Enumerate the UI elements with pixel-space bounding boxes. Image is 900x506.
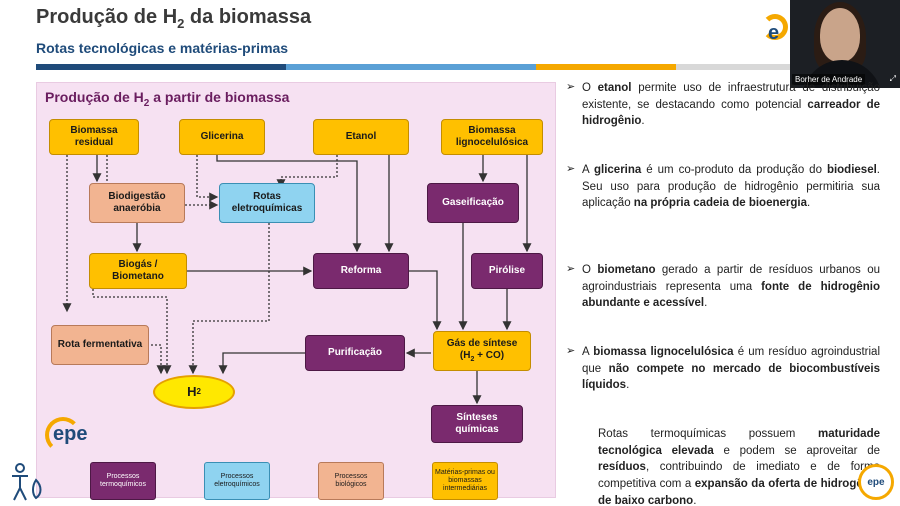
bullet-biomassa-lignocelulosica: ➢ A biomassa lignocelulósica é um resídu… <box>566 344 880 394</box>
node-biodigestao-anaerobia: Biodigestão anaeróbia <box>89 183 185 223</box>
node-biomassa-lignocelulosica: Biomassa lignocelulósica <box>441 119 543 155</box>
page-subtitle: Rotas tecnológicas e matérias-primas <box>36 40 289 56</box>
arrow-bullet-icon: ➢ <box>566 81 576 93</box>
arrow-glicerina-reforma <box>216 155 362 253</box>
bullet-etanol: ➢ O etanol permite uso de infraestrutura… <box>566 80 880 130</box>
node-pirolise: Pirólise <box>471 253 543 289</box>
node-gaseificacao: Gaseificação <box>427 183 519 223</box>
legend-termoquimicos: Processos termoquímicos <box>90 462 156 500</box>
epe-corner-logo: epe <box>858 464 894 500</box>
diagram-title: Produção de H2 a partir de biomassa <box>45 89 290 109</box>
legend-biologicos: Processos biológicos <box>318 462 384 500</box>
node-reforma: Reforma <box>313 253 409 289</box>
arrow-glicerina-rotas <box>196 155 219 202</box>
summary-paragraph: Rotas termoquímicas possuem maturidade t… <box>598 428 880 506</box>
bullet-glicerina: ➢ A glicerina é um co-produto da produçã… <box>566 162 880 212</box>
epe-diagram-logo: epe <box>45 417 113 453</box>
node-purificacao: Purificação <box>305 335 405 371</box>
node-sinteses-quimicas: Sínteses químicas <box>431 405 523 443</box>
arrow-bullet-icon: ➢ <box>566 263 576 275</box>
node-biomassa-residual: Biomassa residual <box>49 119 139 155</box>
arrow-purificacao-h2 <box>218 352 305 375</box>
diagram-arrows <box>62 155 532 405</box>
arrow-etanol-rotas <box>276 155 338 189</box>
arrow-bullet-icon: ➢ <box>566 163 576 175</box>
arrow-biogas-h2 <box>92 289 172 375</box>
arrow-rotaferm-h2 <box>151 344 166 375</box>
node-gas-de-sintese: Gás de síntese (H2 + CO) <box>433 331 531 371</box>
header-color-bar <box>36 64 790 70</box>
bullet-biometano: ➢ O biometano gerado a partir de resíduo… <box>566 262 880 312</box>
flow-diagram: Produção de H2 a partir de biomassa <box>36 82 556 498</box>
expand-icon[interactable]: ⤢ <box>889 74 896 83</box>
legend-materias-primas: Matérias-primas ou biomassas intermediár… <box>432 462 498 500</box>
accessibility-icon[interactable] <box>6 460 46 502</box>
legend-eletroquimicos: Processos eletroquímicos <box>204 462 270 500</box>
node-etanol: Etanol <box>313 119 409 155</box>
webcam-overlay[interactable]: Borher de Andrade ⤢ <box>790 0 900 88</box>
node-biogas-biometano: Biogás / Biometano <box>89 253 187 289</box>
page-title: Produção de H2 da biomassa <box>36 6 312 31</box>
arrow-bullet-icon: ➢ <box>566 345 576 357</box>
webcam-participant-name: Borher de Andrade <box>792 74 866 85</box>
node-rotas-eletroquimicas: Rotas eletroquímicas <box>219 183 315 223</box>
arrow-rotas-h2 <box>188 223 270 375</box>
node-rota-fermentativa: Rota fermentativa <box>51 325 149 365</box>
node-glicerina: Glicerina <box>179 119 265 155</box>
arrow-reforma-gassintese <box>409 270 442 331</box>
epe-header-logo: e <box>760 8 790 48</box>
